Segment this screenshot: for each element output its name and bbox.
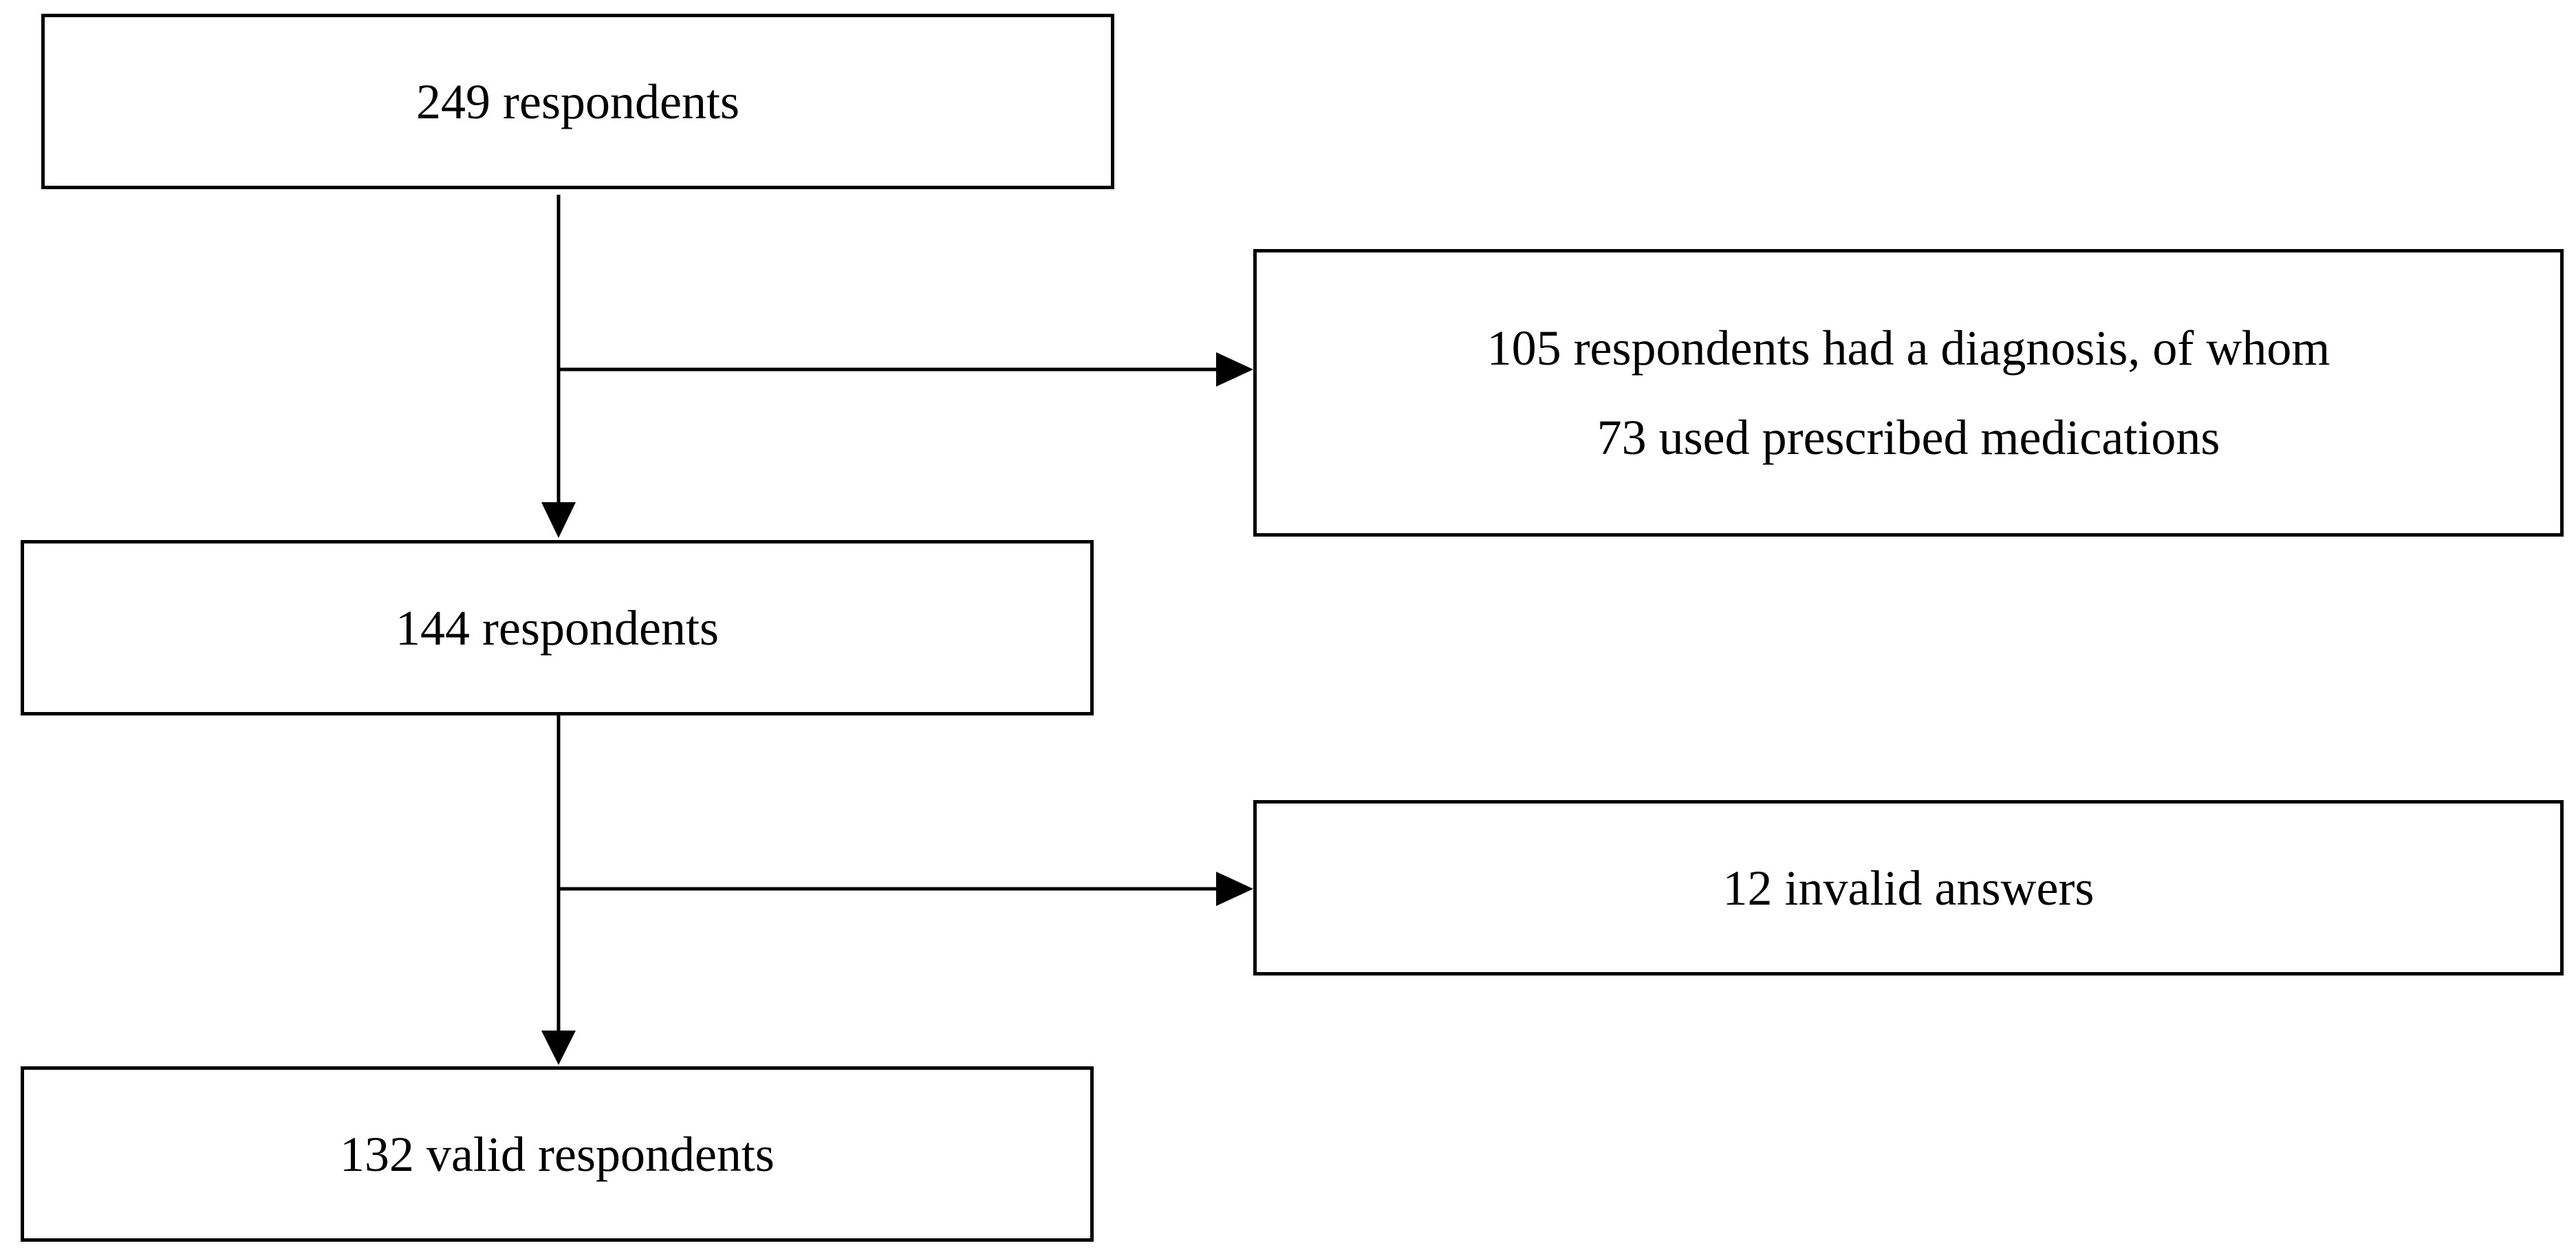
- box-final-text: 132 valid respondents: [340, 1126, 775, 1182]
- box-exclusion-invalid: 12 invalid answers: [1253, 800, 2564, 976]
- arrowhead-down-1: [541, 502, 576, 538]
- box-total-respondents: 249 respondents: [41, 14, 1114, 189]
- arrowhead-right-1: [1216, 352, 1253, 387]
- box-middle-respondents: 144 respondents: [21, 540, 1094, 715]
- box-total-text: 249 respondents: [416, 74, 739, 129]
- arrowhead-down-2: [541, 1031, 576, 1065]
- box-exclusion-diagnosis: 105 respondents had a diagnosis, of whom…: [1253, 249, 2564, 537]
- box-middle-text: 144 respondents: [396, 600, 719, 656]
- box-final-respondents: 132 valid respondents: [21, 1066, 1094, 1242]
- box-exclusion-diagnosis-line-1: 105 respondents had a diagnosis, of whom: [1486, 321, 2330, 376]
- box-exclusion-invalid-text: 12 invalid answers: [1722, 860, 2095, 916]
- arrowhead-right-2: [1216, 872, 1253, 906]
- box-exclusion-diagnosis-line-2: 73 used prescribed medications: [1597, 410, 2220, 465]
